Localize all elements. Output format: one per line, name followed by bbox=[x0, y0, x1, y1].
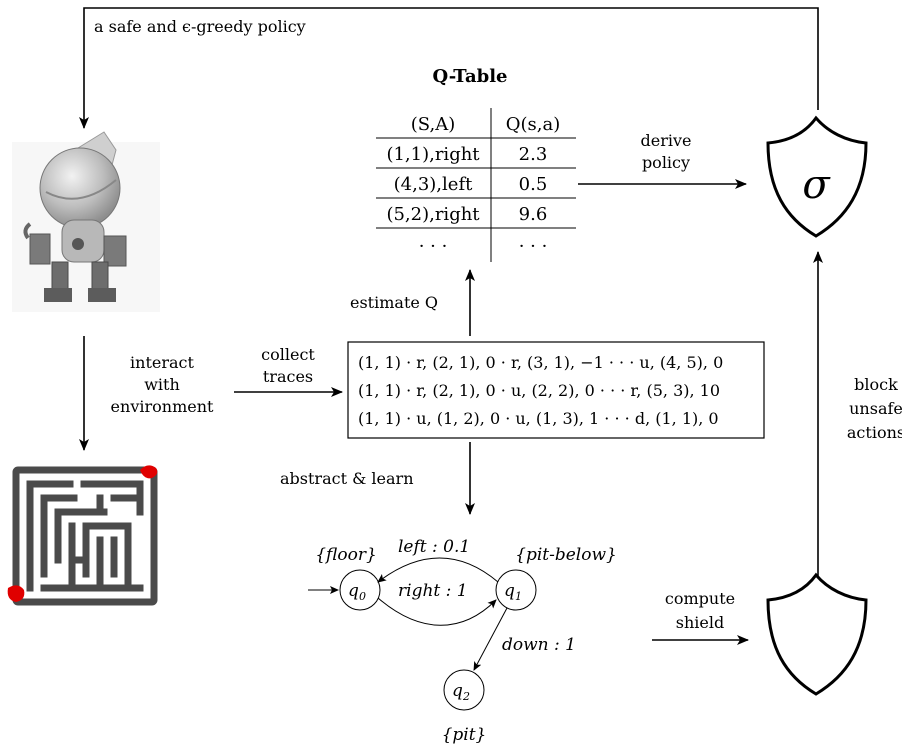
derive-policy-label: derive policy bbox=[641, 131, 692, 172]
svg-text:unsafe: unsafe bbox=[849, 399, 902, 418]
state-q0 bbox=[339, 569, 381, 611]
transition-label-left: left : 0.1 bbox=[398, 537, 470, 557]
qtable bbox=[376, 108, 576, 262]
robot-icon bbox=[12, 131, 160, 312]
automaton: q0 q1 q2 left : 0.1 right : 1 down : 1 {… bbox=[308, 537, 617, 745]
qtable-title: Q-Table bbox=[432, 66, 507, 87]
qtable-header: Q(s,a) bbox=[506, 114, 561, 135]
svg-text:environment: environment bbox=[111, 397, 214, 416]
qtable-cell: 9.6 bbox=[519, 204, 548, 225]
abstract-learn-label: abstract & learn bbox=[280, 469, 414, 488]
estimate-q-label: estimate Q bbox=[350, 293, 438, 312]
collect-traces-label: collect traces bbox=[261, 345, 315, 386]
svg-text:collect: collect bbox=[261, 345, 315, 364]
transition-right bbox=[377, 597, 497, 626]
feedback-loop-arrow bbox=[79, 7, 819, 129]
svg-text:with: with bbox=[144, 375, 180, 394]
trace-line: (1, 1) · u, (1, 2), 0 · u, (1, 3), 1 · ·… bbox=[358, 409, 719, 428]
interact-label: interact with environment bbox=[111, 353, 214, 416]
qtable-cell: (1,1),right bbox=[386, 144, 480, 165]
state-label-floor: {floor} bbox=[315, 545, 377, 565]
compute-shield-label: compute shield bbox=[665, 589, 735, 632]
state-label-pit-below: {pit-below} bbox=[515, 545, 617, 565]
maze-markers bbox=[7, 465, 158, 602]
maze-icon bbox=[12, 466, 158, 606]
svg-text:interact: interact bbox=[130, 353, 194, 372]
qtable-cell: 0.5 bbox=[519, 174, 548, 195]
transition-label-right: right : 1 bbox=[398, 581, 468, 601]
qtable-header: (S,A) bbox=[411, 114, 455, 135]
shield-sigma-icon: σ bbox=[766, 115, 868, 238]
qtable-cell: 2.3 bbox=[519, 144, 548, 165]
qtable-cell: (5,2),right bbox=[386, 204, 480, 225]
svg-text:policy: policy bbox=[642, 153, 690, 172]
state-q1 bbox=[495, 569, 537, 611]
transition-left bbox=[377, 557, 499, 583]
feedback-label: a safe and ϵ-greedy policy bbox=[94, 17, 306, 36]
svg-text:shield: shield bbox=[676, 613, 724, 632]
qtable-cell: · · · bbox=[519, 236, 548, 257]
svg-text:derive: derive bbox=[641, 131, 692, 150]
transition-down bbox=[473, 607, 508, 671]
transition-label-down: down : 1 bbox=[502, 635, 576, 655]
svg-text:actions: actions bbox=[847, 423, 902, 442]
block-unsafe-label: block unsafe actions bbox=[847, 375, 902, 442]
traces-box bbox=[347, 341, 765, 439]
svg-text:block: block bbox=[854, 375, 898, 394]
svg-text:traces: traces bbox=[263, 367, 313, 386]
qtable-cell: · · · bbox=[419, 236, 448, 257]
state-q2 bbox=[443, 669, 485, 711]
svg-text:compute: compute bbox=[665, 589, 735, 608]
shield-icon bbox=[766, 572, 868, 696]
shield-sigma-symbol: σ bbox=[802, 162, 831, 208]
state-label-pit: {pit} bbox=[442, 725, 487, 745]
trace-line: (1, 1) · r, (2, 1), 0 · u, (2, 2), 0 · ·… bbox=[358, 381, 720, 400]
trace-line: (1, 1) · r, (2, 1), 0 · r, (3, 1), −1 · … bbox=[358, 353, 723, 372]
qtable-cell: (4,3),left bbox=[394, 174, 473, 195]
